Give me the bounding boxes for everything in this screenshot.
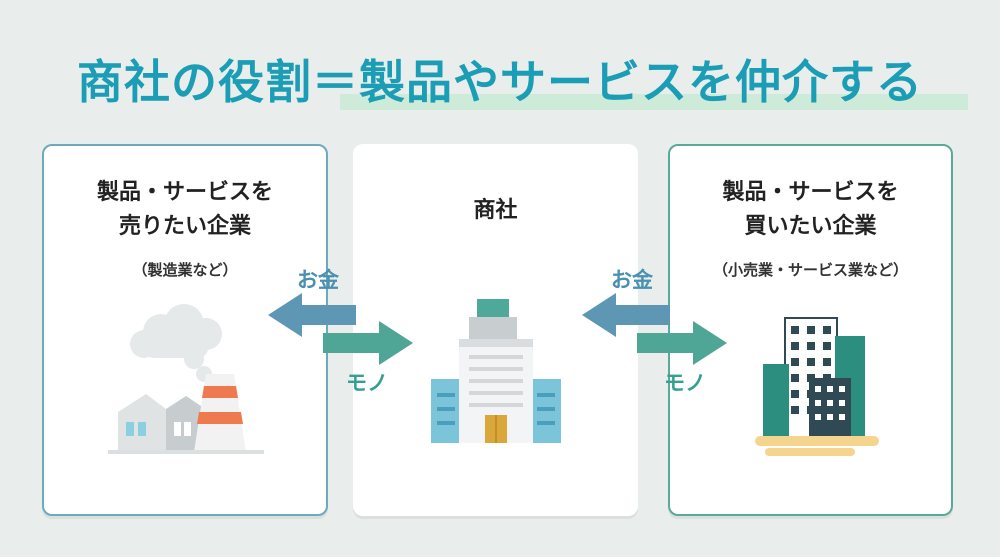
city-buildings-icon	[755, 317, 879, 456]
seller-card: 製品・サービスを 売りたい企業 （製造業など）	[42, 144, 328, 516]
page-title: 商社の役割＝製品やサービスを仲介する	[77, 55, 923, 109]
trading-company-title: 商社	[473, 198, 518, 223]
money-arrow-left	[268, 293, 356, 337]
seller-subtitle: （製造業など）	[132, 261, 238, 279]
money-label-right: お金	[611, 268, 653, 292]
buyer-subtitle: （小売業・サービス業など）	[712, 261, 908, 279]
goods-label-right: モノ	[664, 371, 706, 395]
buyer-card: 製品・サービスを 買いたい企業 （小売業・サービス業など）	[668, 144, 953, 516]
money-label-left: お金	[297, 268, 339, 292]
factory-icon	[108, 304, 264, 454]
buyer-title-line2: 買いたい企業	[744, 214, 877, 239]
goods-arrow-right	[637, 321, 727, 365]
buyer-title-line1: 製品・サービスを	[722, 180, 899, 205]
goods-arrow-left	[323, 321, 413, 365]
goods-label-left: モノ	[346, 371, 388, 395]
money-arrow-right	[582, 293, 670, 337]
trading-company-card: 商社	[353, 144, 638, 516]
office-building-icon	[431, 299, 561, 443]
title-underline	[340, 94, 968, 110]
seller-title-line2: 売りたい企業	[118, 214, 251, 239]
seller-title-line1: 製品・サービスを	[96, 180, 273, 205]
